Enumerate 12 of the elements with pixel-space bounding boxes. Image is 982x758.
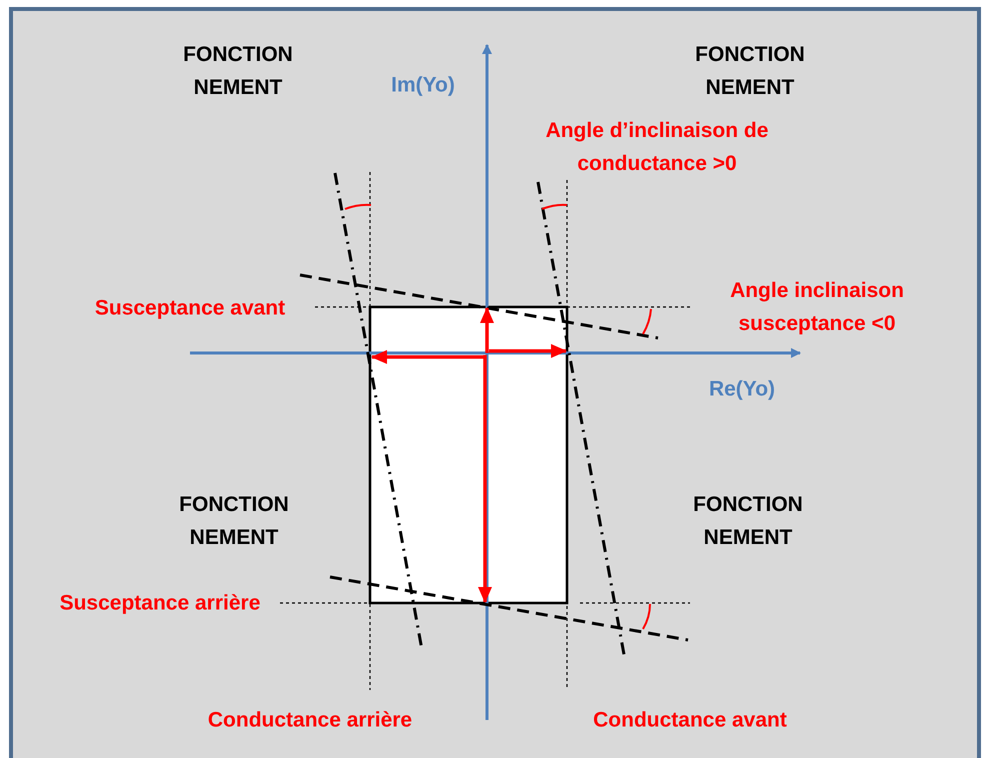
annotation-label: Conductance arrière (208, 708, 412, 734)
quadrant-label: FONCTION NEMENT (692, 492, 804, 551)
quadrant-label: FONCTION NEMENT (182, 42, 294, 101)
axis-label: Re(Yo) (708, 376, 776, 402)
annotation-label: Angle d’inclinaison de conductance >0 (544, 118, 770, 177)
annotation-label: Conductance avant (593, 708, 787, 734)
axis-label: Im(Yo) (391, 72, 455, 98)
annotation-label: Susceptance avant (94, 296, 286, 322)
annotation-label: Susceptance arrière (60, 590, 260, 616)
annotation-label: Angle inclinaison susceptance <0 (729, 278, 905, 337)
quadrant-label: FONCTION NEMENT (178, 492, 290, 551)
quadrant-label: FONCTION NEMENT (694, 42, 806, 101)
